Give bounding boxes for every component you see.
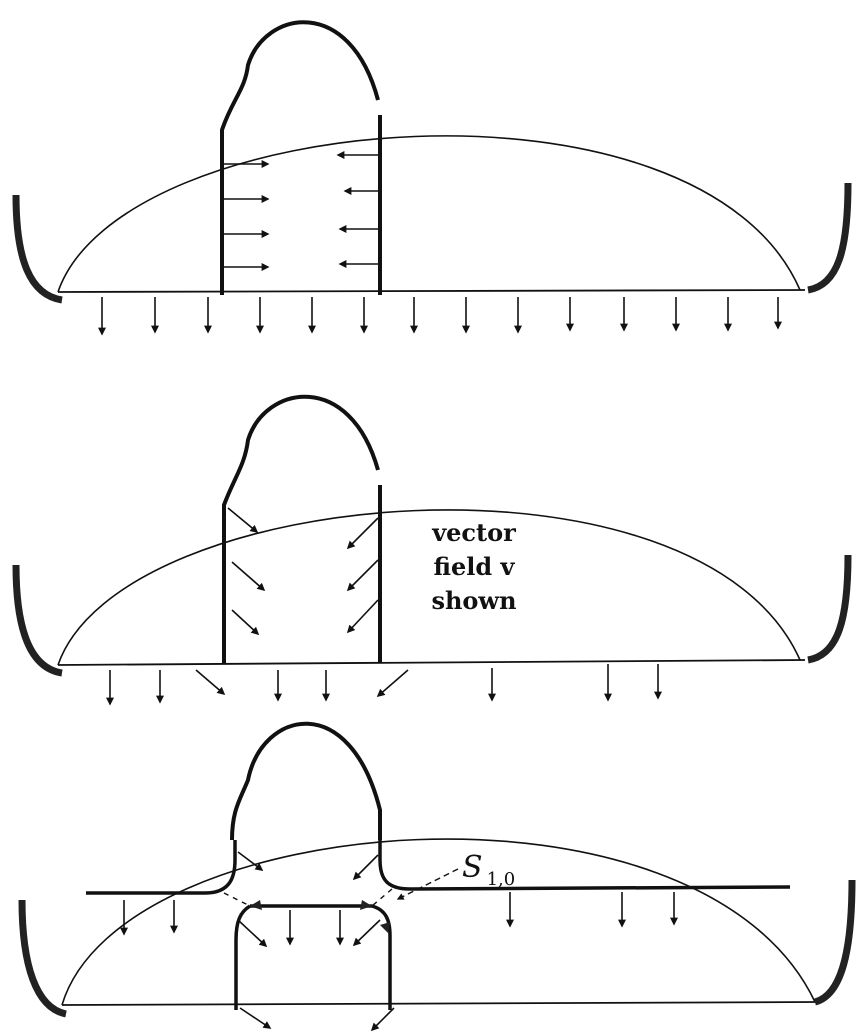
panel-3-left-neck xyxy=(86,840,237,895)
panel-3-down-arrows xyxy=(120,892,678,946)
diagonal-arrow xyxy=(195,669,226,696)
panel-3-right-neck xyxy=(378,840,791,891)
panel-3-field-arrows xyxy=(237,851,395,1032)
panel-3-left-cup xyxy=(18,899,67,1018)
panel-3: S 1,0 xyxy=(18,721,856,1032)
panel-3-surface-label: S 1,0 xyxy=(462,850,515,890)
diagonal-arrow xyxy=(346,599,379,634)
panel-2-blob xyxy=(222,394,380,663)
panel-1-ellipse-arc xyxy=(57,135,801,293)
panel-2-field-arrows xyxy=(195,507,409,698)
panel-2-label-line3: shown xyxy=(431,586,516,615)
panel-2-left-cup xyxy=(12,564,63,677)
diagonal-arrow xyxy=(227,507,259,534)
corner-marker xyxy=(380,922,390,933)
diagonal-arrow xyxy=(231,609,260,636)
diagonal-arrow xyxy=(370,1007,395,1032)
panel-1-left-arrows xyxy=(336,151,378,268)
panel-3-lower-loop-top xyxy=(250,904,392,1010)
panel-3-neck-dashes xyxy=(223,888,393,907)
diagonal-arrow xyxy=(352,919,381,947)
panel-1-left-cup xyxy=(12,194,63,304)
panel-1-right-arrows xyxy=(224,160,270,271)
surface-label-main: S xyxy=(462,850,483,885)
panel-1-blob xyxy=(220,20,380,295)
panel-2: vector field v shown xyxy=(12,394,852,706)
panel-2-right-cup xyxy=(807,554,852,664)
panel-1 xyxy=(12,20,852,336)
diagonal-arrow xyxy=(237,919,268,948)
diagonal-arrow xyxy=(346,517,379,550)
panel-1-right-cup xyxy=(807,182,852,294)
diagonal-arrow xyxy=(237,851,264,871)
panel-2-ellipse-arc xyxy=(57,509,801,666)
panel-3-lower-loop xyxy=(234,904,251,1010)
panel-2-label-line2: field v xyxy=(434,552,516,581)
diagonal-arrow xyxy=(376,669,409,698)
corner-marker xyxy=(250,900,262,910)
panel-3-blob xyxy=(230,721,382,841)
panel-2-label-line1: vector xyxy=(431,518,516,547)
dash-segment xyxy=(223,892,251,907)
diagonal-arrow xyxy=(346,559,379,592)
panel-3-base-line xyxy=(61,1001,819,1006)
panel-3-label-leader xyxy=(396,868,459,900)
panel-3-ellipse-arc xyxy=(61,838,816,1006)
panel-3-right-cup xyxy=(813,879,856,1006)
corner-marker xyxy=(360,900,372,910)
panel-2-down-arrows xyxy=(106,664,662,706)
diagonal-arrow xyxy=(231,561,266,592)
surface-label-sub: 1,0 xyxy=(487,869,516,890)
diagonal-arrow xyxy=(239,1007,272,1029)
panel-1-down-arrows xyxy=(98,297,782,336)
diagonal-arrow xyxy=(352,854,379,881)
panel-2-base-line xyxy=(57,659,806,666)
panel-1-base-line xyxy=(57,289,806,293)
dash-segment xyxy=(371,888,393,907)
panel-3-corner-markers xyxy=(250,900,390,933)
